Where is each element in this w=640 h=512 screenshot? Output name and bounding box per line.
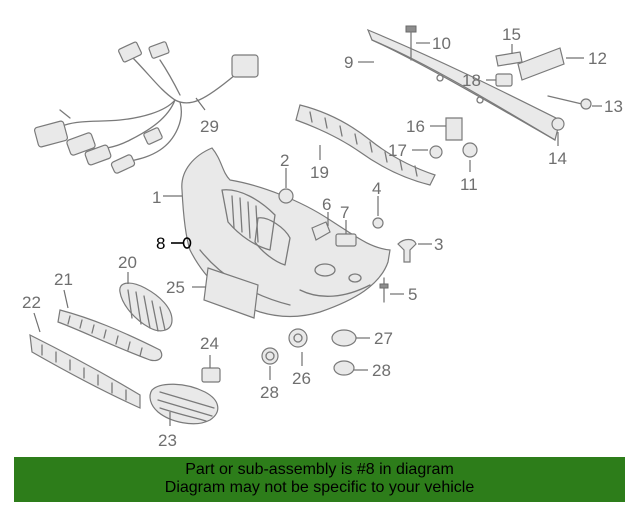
- license-bracket-part: [203, 267, 259, 319]
- callout-3: 3: [434, 235, 443, 254]
- callout-26: 26: [292, 369, 311, 388]
- bumper-cover-part: [181, 147, 391, 318]
- banner-line-2: Diagram may not be specific to your vehi…: [164, 479, 475, 496]
- callout-labels: 1 2 3 4 5 6 7 8 9 10 11 12 13 14 15 16 1…: [22, 25, 623, 450]
- callout-10: 10: [432, 34, 451, 53]
- lower-grille-part: [57, 309, 163, 362]
- callout-1: 1: [152, 188, 161, 207]
- banner-line-1: Part or sub-assembly is #8 in diagram: [185, 461, 454, 478]
- callout-20: 20: [118, 253, 137, 272]
- callout-12: 12: [588, 49, 607, 68]
- part-8-ring: [182, 237, 192, 249]
- callout-25: 25: [166, 278, 185, 297]
- callout-27: 27: [374, 329, 393, 348]
- leader-lines: [33, 42, 602, 426]
- callout-17: 17: [388, 141, 407, 160]
- callout-7: 7: [340, 203, 349, 222]
- callout-14: 14: [548, 149, 567, 168]
- reinforcement-bar-part: [366, 28, 561, 141]
- wiring-harness-part: [33, 41, 259, 174]
- callout-16: 16: [406, 117, 425, 136]
- parts-diagram: 1 2 3 4 5 6 7 8 9 10 11 12 13 14 15 16 1…: [22, 25, 623, 450]
- callout-4: 4: [372, 179, 381, 198]
- energy-absorber-part: [295, 104, 436, 186]
- callout-2: 2: [280, 151, 289, 170]
- info-banner: Part or sub-assembly is #8 in diagram Di…: [14, 457, 625, 502]
- callout-13: 13: [604, 97, 623, 116]
- lower-molding-part: [29, 333, 141, 409]
- callout-5: 5: [408, 285, 417, 304]
- callout-29: 29: [200, 117, 219, 136]
- callout-23: 23: [158, 431, 177, 450]
- callout-22: 22: [22, 293, 41, 312]
- kidney-grille-part: [119, 282, 173, 332]
- callout-8: 8: [156, 234, 165, 253]
- callout-15: 15: [502, 25, 521, 44]
- callout-6: 6: [322, 195, 331, 214]
- callout-28a: 28: [260, 383, 279, 402]
- callout-11: 11: [460, 175, 478, 194]
- callout-9: 9: [344, 53, 353, 72]
- fog-grille-part: [149, 383, 219, 425]
- callout-21: 21: [54, 270, 73, 289]
- callout-18: 18: [462, 71, 481, 90]
- callout-19: 19: [310, 163, 329, 182]
- callout-28b: 28: [372, 361, 391, 380]
- callout-24: 24: [200, 334, 219, 353]
